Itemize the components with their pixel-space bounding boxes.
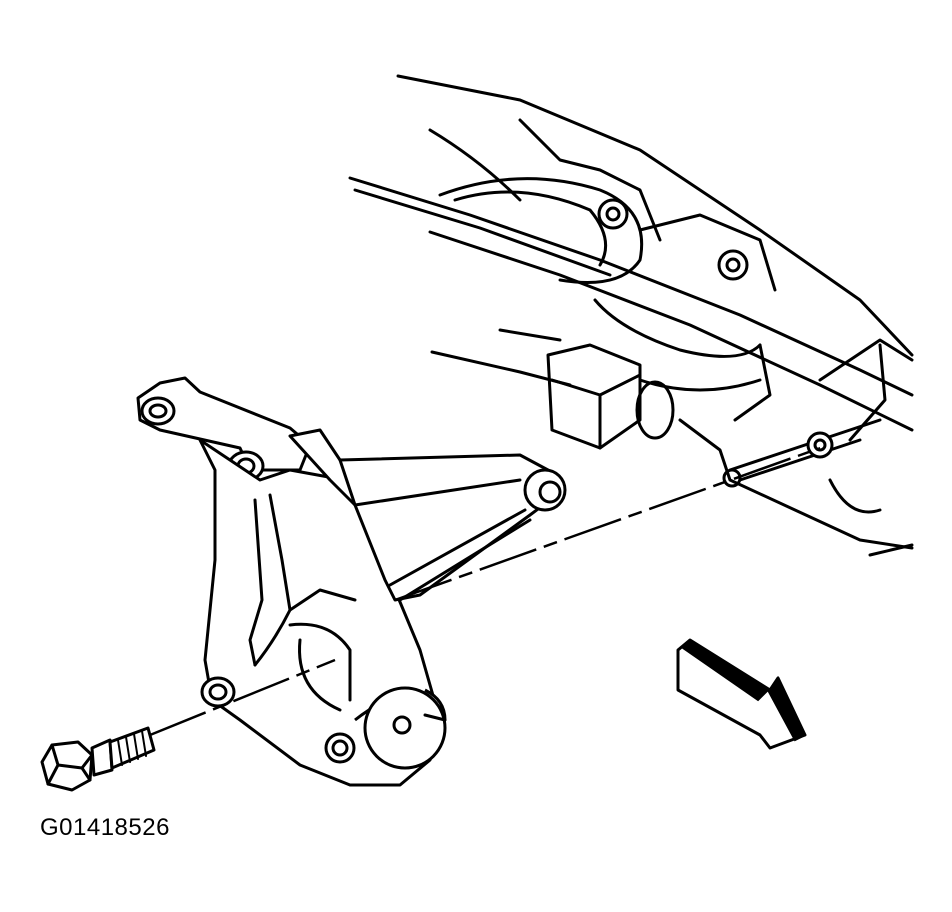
alignment-lines — [149, 446, 821, 737]
figure-id-label: G01418526 — [40, 814, 170, 841]
accessory-bracket-drawing — [136, 376, 567, 787]
direction-arrow-icon — [676, 638, 807, 750]
engine-block — [348, 74, 914, 557]
mounting-bolt-drawing — [40, 726, 156, 792]
